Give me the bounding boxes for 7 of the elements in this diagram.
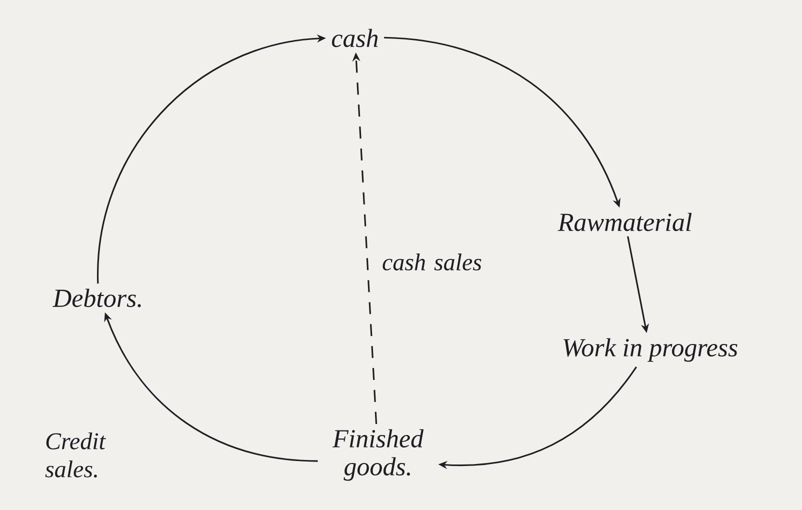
edge-label: Credit sales. [45,432,106,478]
handwritten-label: Debtors. [52,288,141,308]
handwritten-label: Finished goods. [332,429,424,481]
handwritten-label: Work in progress [564,338,738,362]
handwritten-label: cash [332,28,378,48]
edge-label: cash sales [382,254,482,270]
handwritten-label: Rawmaterial [558,212,692,232]
